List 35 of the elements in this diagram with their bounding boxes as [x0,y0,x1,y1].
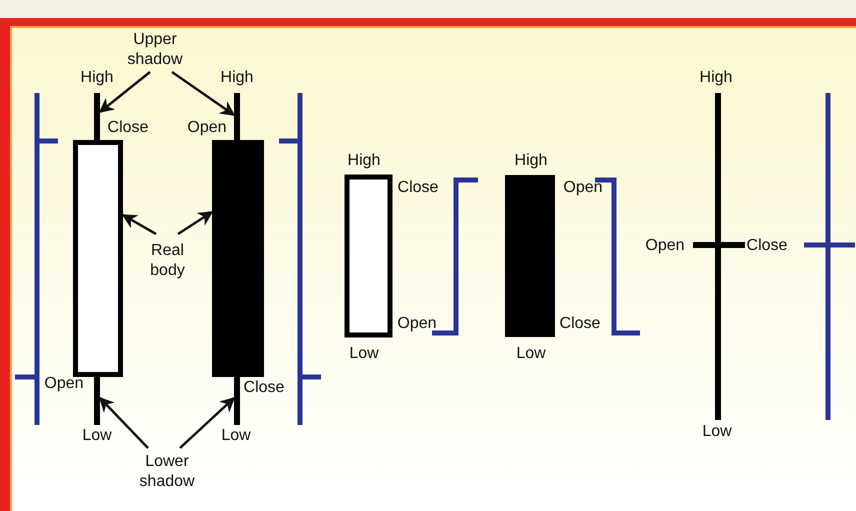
price-label: High [514,152,548,170]
price-label: Open [397,315,437,333]
arrow [122,214,157,236]
price-label: Close [746,237,788,255]
price-label: Open [44,375,84,393]
arrow [179,396,236,449]
callout-label: Lower shadow [128,448,206,496]
price-label: Low [702,423,732,441]
candle-body [212,140,264,377]
price-label: Close [398,179,438,197]
callout-label: Upper shadow [120,28,190,72]
price-label: High [700,69,732,87]
price-label: Close [108,119,148,137]
candle-wick [94,93,100,142]
price-label: High [80,69,114,87]
candle-body [73,140,123,377]
candle-wick [234,93,240,142]
price-label: Close [244,379,284,397]
price-label: Low [82,427,112,445]
price-label: Open [187,119,227,137]
price-label: High [348,152,380,170]
price-label: Open [563,179,603,197]
price-label: Open [645,237,685,255]
price-label: Low [221,427,251,445]
arrow [98,71,151,113]
candle-wick [234,375,240,425]
price-label: Close [560,315,600,333]
candle-wick [94,375,100,425]
price-label: Low [349,345,379,363]
price-label: High [220,69,254,87]
arrow [98,396,149,449]
callout-label: Real body [143,234,192,288]
arrow [171,70,236,116]
price-label: Low [516,345,546,363]
arrow [177,210,214,236]
